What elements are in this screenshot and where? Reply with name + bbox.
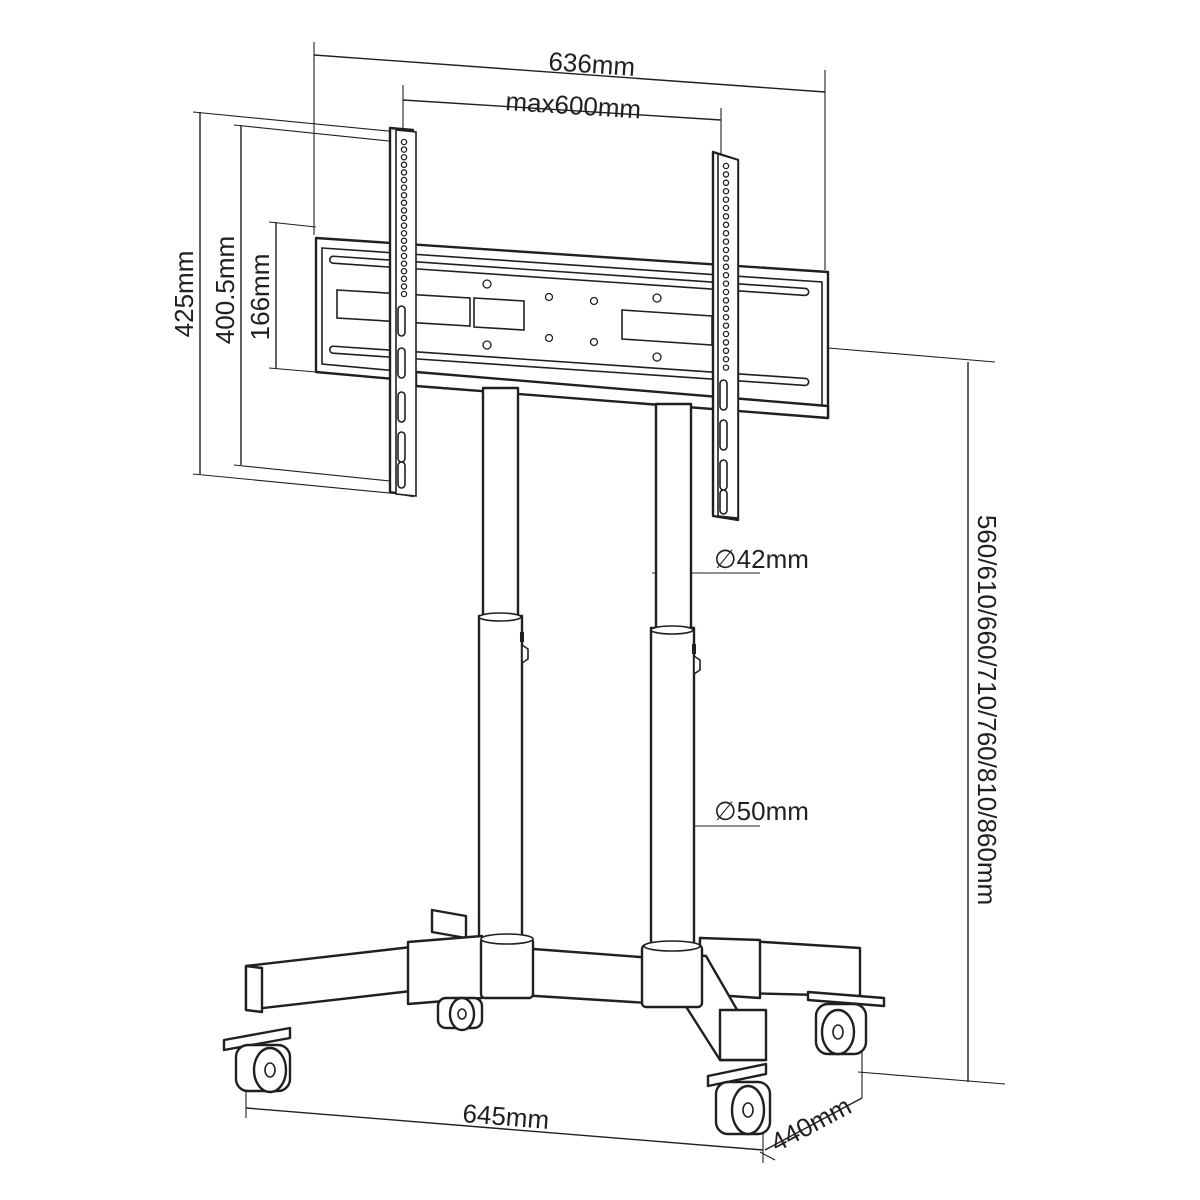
vesa-hole: [400, 191, 408, 199]
label-adjustable-height: 560/610/660/710/760/810/860mm: [972, 515, 1002, 905]
vesa-hole: [400, 283, 408, 290]
vesa-hole: [400, 260, 408, 267]
vesa-hole: [722, 187, 730, 195]
label-overall-width: 636mm: [548, 46, 637, 82]
vesa-hole: [722, 162, 730, 170]
vesa-hole: [400, 267, 408, 275]
vesa-hole: [722, 238, 730, 245]
vesa-hole: [400, 146, 408, 153]
vesa-hole: [400, 290, 408, 298]
vesa-hole: [722, 229, 730, 237]
label-bracket-height: 425mm: [169, 251, 199, 338]
vesa-hole: [722, 246, 730, 254]
vesa-hole: [722, 339, 730, 346]
vesa-hole: [400, 161, 408, 169]
vesa-hole: [722, 305, 730, 313]
vesa-hole: [722, 347, 730, 355]
vesa-hole: [722, 288, 730, 296]
vesa-hole: [400, 169, 408, 176]
vesa-hole: [722, 355, 730, 363]
caster-rear-right: [806, 990, 886, 1056]
vesa-hole: [722, 171, 730, 178]
vesa-hole: [722, 313, 730, 321]
right-vesa-arm: [711, 150, 740, 522]
caster-rear-left: [436, 996, 484, 1032]
vesa-hole: [722, 204, 730, 212]
left-pole: [477, 386, 529, 944]
vesa-hole: [400, 222, 408, 229]
vesa-hole: [722, 196, 730, 203]
vesa-hole: [722, 364, 730, 371]
vesa-hole: [722, 255, 730, 262]
caster-front-left: [222, 1026, 292, 1094]
vesa-hole: [400, 275, 408, 283]
vesa-hole: [400, 237, 408, 245]
vesa-hole: [722, 322, 730, 329]
base-frame: [244, 908, 862, 1062]
vesa-hole: [722, 271, 730, 279]
label-max-vesa-width: max600mm: [505, 86, 642, 124]
vesa-hole: [722, 179, 730, 187]
caster-front-right: [706, 1062, 772, 1136]
mounting-plate: [314, 236, 830, 420]
dimension-lines: [192, 42, 1006, 1163]
label-lower-tube-diameter: ∅50mm: [714, 796, 809, 826]
label-upper-tube-diameter: ∅42mm: [714, 544, 809, 574]
label-vesa-height: 400.5mm: [210, 236, 240, 344]
vesa-hole: [400, 245, 408, 252]
vesa-hole: [400, 229, 408, 237]
vesa-hole: [400, 199, 408, 207]
vesa-hole: [400, 214, 408, 222]
vesa-hole: [400, 138, 408, 146]
vesa-hole: [400, 207, 408, 214]
label-base-depth: 440mm: [765, 1090, 856, 1157]
vesa-hole: [400, 153, 408, 161]
left-vesa-arm: [388, 126, 417, 498]
vesa-hole: [722, 280, 730, 287]
label-base-width: 645mm: [462, 1098, 551, 1135]
vesa-hole: [722, 213, 730, 220]
vesa-hole: [400, 252, 408, 260]
vesa-hole: [400, 184, 408, 191]
vesa-hole: [722, 330, 730, 338]
vesa-hole: [722, 221, 730, 229]
right-pole: [649, 402, 701, 952]
label-plate-height: 166mm: [245, 254, 275, 341]
vesa-hole: [722, 297, 730, 304]
vesa-hole: [400, 176, 408, 184]
vesa-hole: [722, 263, 730, 271]
